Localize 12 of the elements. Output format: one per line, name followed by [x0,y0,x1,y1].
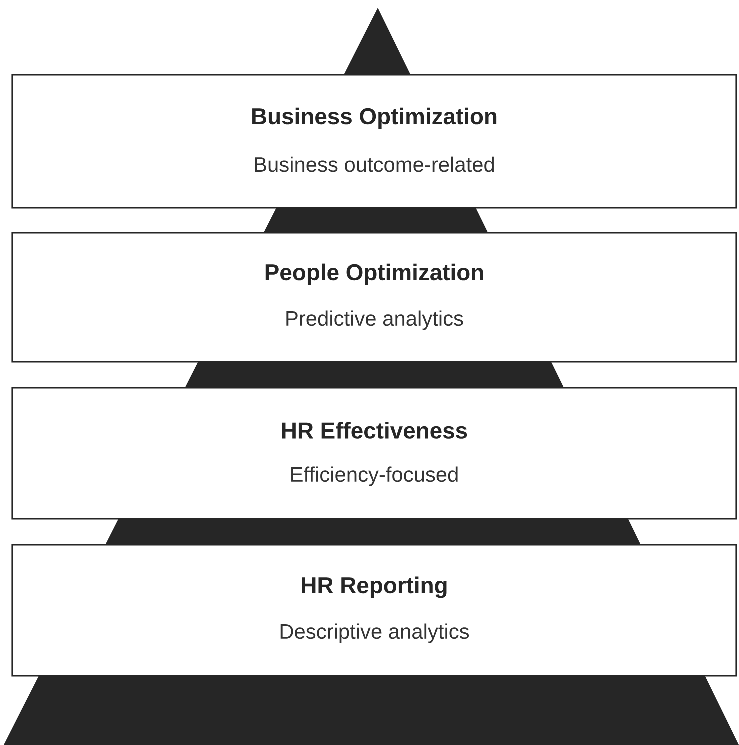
level-title: Business Optimization [252,108,497,130]
level-title: People Optimization [266,264,484,286]
level-description: Predictive analytics [286,310,464,330]
level-description: Business outcome-related [255,156,494,172]
level-title: HR Effectiveness [282,422,468,439]
level-description: Efficiency-focused [292,466,458,486]
level-box [12,74,738,209]
level-title: HR Reporting [302,576,447,598]
level-box [12,232,738,363]
level-box [12,544,738,677]
level-description: Descriptive analytics [280,624,470,644]
level-box [12,387,738,520]
